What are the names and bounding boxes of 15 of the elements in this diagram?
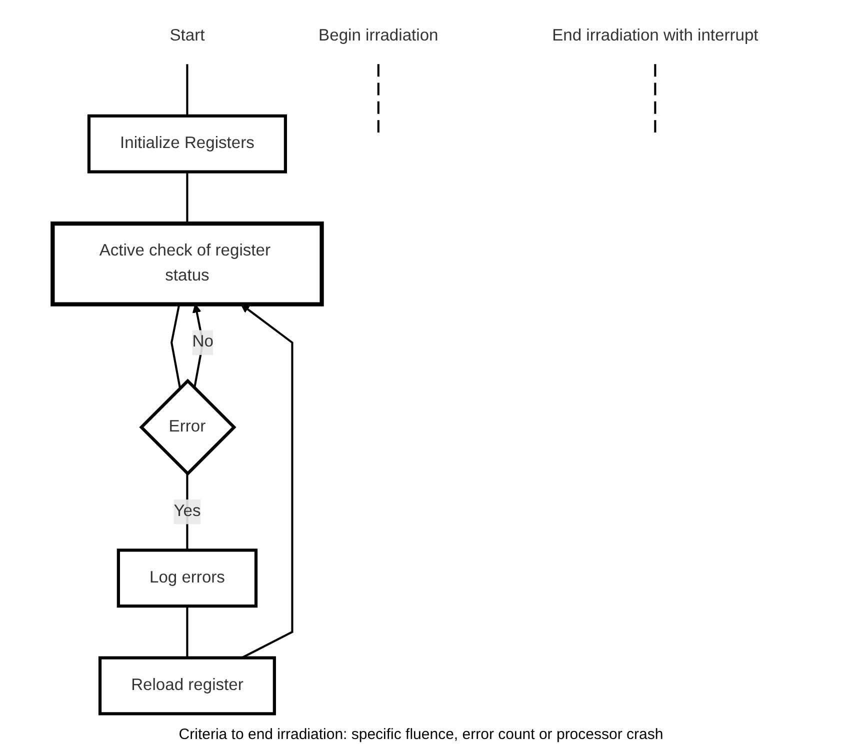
edge-label: No: [192, 330, 214, 356]
flow-text: Begin irradiation: [318, 26, 438, 44]
connector-line: [186, 172, 188, 224]
connector-line: [186, 606, 188, 658]
process-box: Log errors: [116, 548, 258, 608]
flow-text: Start: [170, 26, 205, 44]
note-text: Criteria to end irradiation: specific fluence, error count or processor crash: [178, 726, 664, 743]
process-box: Initialize Registers: [87, 114, 287, 174]
process-box: Reload register: [98, 656, 276, 716]
flow-text: End irradiation with interrupt: [552, 26, 758, 44]
process-box: Active check of register status: [50, 222, 324, 306]
connector-line: [170, 304, 181, 388]
edge-label: Yes: [174, 499, 201, 524]
connector-line: [186, 64, 188, 116]
decision-diamond: Error: [139, 378, 236, 476]
